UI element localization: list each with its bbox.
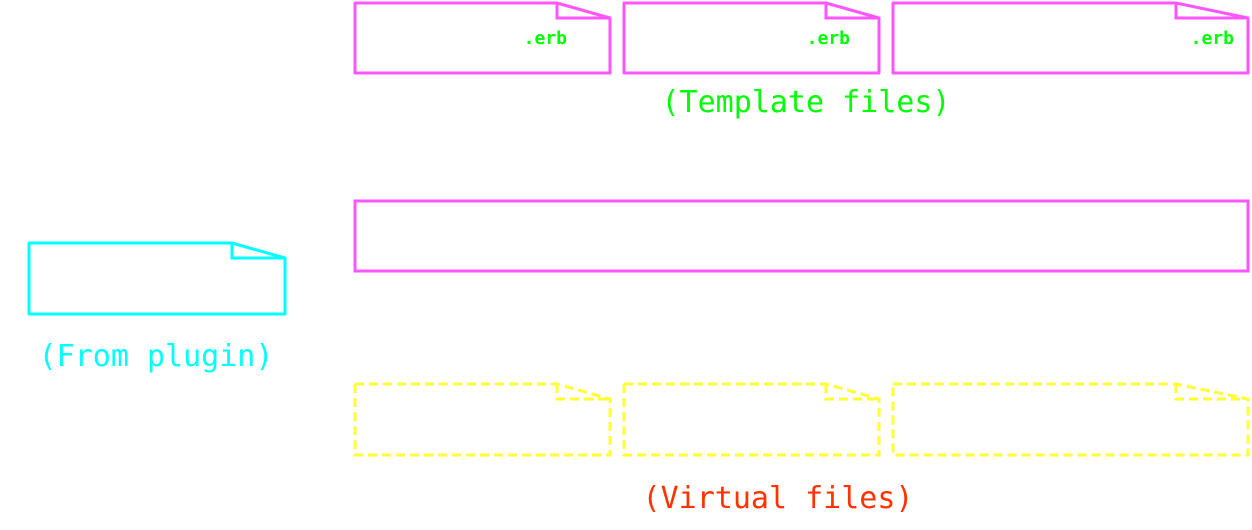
virtual-file-1 bbox=[353, 382, 612, 457]
plugin-file-group: (From plugin) bbox=[27, 241, 287, 374]
virtual-file-2-fold bbox=[824, 384, 879, 401]
plugin-file-fold bbox=[230, 243, 285, 260]
virtual-file-1-outline bbox=[353, 382, 612, 457]
template-file-2: .erb bbox=[622, 1, 881, 75]
template-file-1-fold bbox=[555, 3, 610, 20]
virtual-file-2-outline bbox=[622, 382, 881, 457]
template-file-2-outline bbox=[622, 1, 881, 75]
template-file-1: .erb bbox=[353, 1, 612, 75]
virtual-files-group: (Virtual files) bbox=[353, 382, 1250, 516]
plugin-file-label: (From plugin) bbox=[39, 339, 274, 374]
virtual-file-1-fold bbox=[555, 384, 610, 401]
plugin-file-outline bbox=[27, 241, 287, 316]
virtual-file-2 bbox=[622, 382, 881, 457]
virtual-file-3-fold bbox=[1174, 384, 1248, 401]
virtual-file-3-outline bbox=[891, 382, 1250, 457]
template-file-3-extension: .erb bbox=[1191, 28, 1235, 49]
virtual-files-label: (Virtual files) bbox=[643, 481, 914, 516]
template-file-1-extension: .erb bbox=[524, 28, 568, 49]
template-file-2-fold bbox=[824, 3, 879, 20]
template-file-3-fold bbox=[1174, 3, 1248, 20]
template-files-group: .erb .erb .erb (Template files) bbox=[353, 1, 1250, 120]
template-file-2-extension: .erb bbox=[807, 28, 851, 49]
template-file-3: .erb bbox=[891, 1, 1250, 75]
template-file-1-outline bbox=[353, 1, 612, 75]
template-file-3-outline bbox=[891, 1, 1250, 75]
virtual-file-3 bbox=[891, 382, 1250, 457]
combined-template-box bbox=[353, 199, 1250, 273]
template-files-label: (Template files) bbox=[662, 85, 951, 120]
